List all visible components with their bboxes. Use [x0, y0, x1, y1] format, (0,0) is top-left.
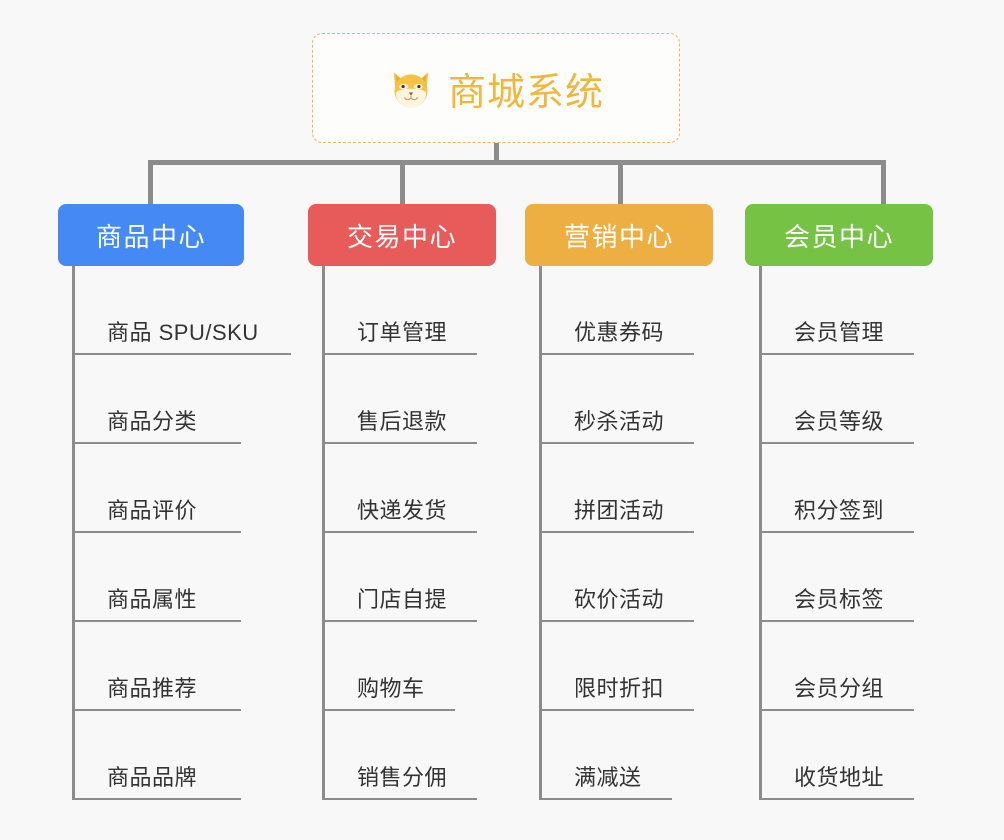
list-item[interactable]: 商品评价	[75, 444, 241, 533]
list-item[interactable]: 限时折扣	[542, 622, 694, 711]
list-item-label: 收货地址	[794, 765, 885, 790]
list-item[interactable]: 销售分佣	[325, 711, 477, 800]
list-item-label: 商品品牌	[107, 765, 198, 790]
list-item[interactable]: 优惠券码	[542, 266, 694, 355]
list-item-label: 购物车	[357, 676, 425, 701]
list-item-label: 会员标签	[794, 587, 885, 612]
list-item-label: 门店自提	[357, 587, 448, 612]
branch-body-member-center: 会员管理 会员等级 积分签到 会员标签 会员分组 收货地址	[759, 266, 960, 800]
connector-drop-4	[881, 160, 886, 208]
list-item[interactable]: 会员管理	[762, 266, 914, 355]
list-item-label: 销售分佣	[357, 765, 448, 790]
list-item[interactable]: 拼团活动	[542, 444, 694, 533]
list-item[interactable]: 商品 SPU/SKU	[75, 266, 291, 355]
root-node-shop-system[interactable]: 商城系统	[312, 33, 680, 143]
list-item-label: 满减送	[574, 765, 642, 790]
list-item[interactable]: 售后退款	[325, 355, 477, 444]
list-item-label: 售后退款	[357, 409, 448, 434]
list-item[interactable]: 门店自提	[325, 533, 477, 622]
list-item-label: 订单管理	[357, 320, 448, 345]
branch-header-marketing-center[interactable]: 营销中心	[525, 204, 713, 266]
list-item-label: 会员等级	[794, 409, 885, 434]
list-item[interactable]: 会员等级	[762, 355, 914, 444]
list-item-label: 会员管理	[794, 320, 885, 345]
branch-marketing-center: 营销中心 优惠券码 秒杀活动 拼团活动 砍价活动 限时折扣 满减送	[525, 204, 740, 800]
connector-drop-2	[400, 160, 405, 208]
branch-member-center: 会员中心 会员管理 会员等级 积分签到 会员标签 会员分组 收货地址	[745, 204, 960, 800]
list-item[interactable]: 会员分组	[762, 622, 914, 711]
shiba-dog-face-icon	[388, 65, 434, 111]
list-item-label: 拼团活动	[574, 498, 665, 523]
list-item-label: 商品属性	[107, 587, 198, 612]
list-item-label: 砍价活动	[574, 587, 665, 612]
list-item[interactable]: 满减送	[542, 711, 672, 800]
connector-drop-1	[148, 160, 153, 208]
list-item[interactable]: 商品属性	[75, 533, 241, 622]
connector-drop-3	[618, 160, 623, 208]
list-item-label: 商品 SPU/SKU	[107, 320, 259, 345]
list-item[interactable]: 购物车	[325, 622, 455, 711]
list-item-label: 秒杀活动	[574, 409, 665, 434]
list-item-label: 优惠券码	[574, 320, 665, 345]
list-item[interactable]: 快递发货	[325, 444, 477, 533]
list-item[interactable]: 收货地址	[762, 711, 914, 800]
connector-stem	[494, 143, 499, 164]
list-item-label: 快递发货	[357, 498, 448, 523]
branch-header-product-center[interactable]: 商品中心	[58, 204, 244, 266]
list-item[interactable]: 会员标签	[762, 533, 914, 622]
list-item-label: 商品分类	[107, 409, 198, 434]
list-item[interactable]: 砍价活动	[542, 533, 694, 622]
list-item[interactable]: 商品推荐	[75, 622, 241, 711]
branch-trade-center: 交易中心 订单管理 售后退款 快递发货 门店自提 购物车 销售分佣	[308, 204, 523, 800]
branch-body-product-center: 商品 SPU/SKU 商品分类 商品评价 商品属性 商品推荐 商品品牌	[72, 266, 298, 800]
list-item-label: 限时折扣	[574, 676, 665, 701]
branch-header-trade-center[interactable]: 交易中心	[308, 204, 496, 266]
branch-body-trade-center: 订单管理 售后退款 快递发货 门店自提 购物车 销售分佣	[322, 266, 523, 800]
list-item[interactable]: 秒杀活动	[542, 355, 694, 444]
list-item-label: 会员分组	[794, 676, 885, 701]
branch-product-center: 商品中心 商品 SPU/SKU 商品分类 商品评价 商品属性 商品推荐	[58, 204, 298, 800]
list-item[interactable]: 积分签到	[762, 444, 914, 533]
list-item[interactable]: 订单管理	[325, 266, 477, 355]
list-item[interactable]: 商品分类	[75, 355, 241, 444]
branch-body-marketing-center: 优惠券码 秒杀活动 拼团活动 砍价活动 限时折扣 满减送	[539, 266, 740, 800]
list-item[interactable]: 商品品牌	[75, 711, 241, 800]
connector-bus	[148, 160, 886, 165]
branch-header-member-center[interactable]: 会员中心	[745, 204, 933, 266]
root-title: 商城系统	[447, 71, 604, 114]
list-item-label: 商品推荐	[107, 676, 198, 701]
list-item-label: 积分签到	[794, 498, 885, 523]
list-item-label: 商品评价	[107, 498, 198, 523]
